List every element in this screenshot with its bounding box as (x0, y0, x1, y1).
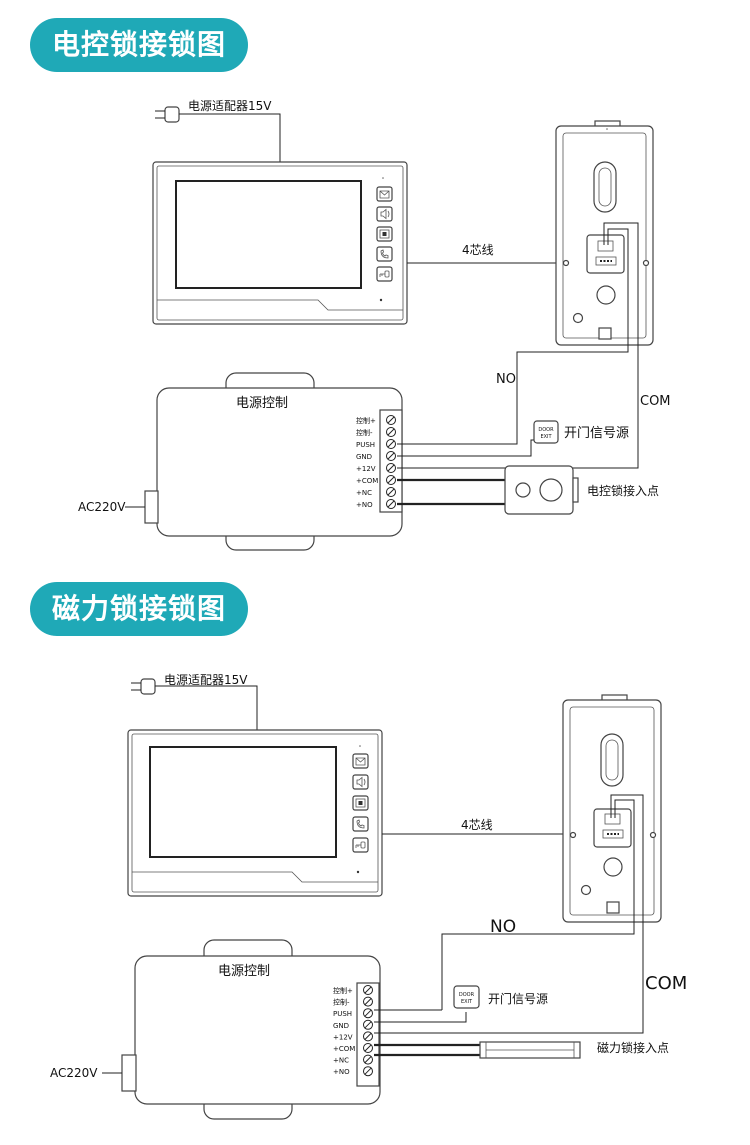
terminal-screw-slot (364, 1033, 372, 1040)
terminal-label: 控制+ (356, 416, 376, 425)
terminal-label: GND (356, 453, 372, 461)
electric-lock (504, 465, 579, 515)
section-title-electric-lock: 电控锁接锁图 (30, 18, 249, 72)
terminal-label: 控制- (356, 428, 373, 437)
terminal-label: +NO (356, 501, 373, 509)
monitor-icon[interactable] (352, 795, 369, 811)
lock-label: 电控锁接入点 (587, 483, 659, 498)
electric-lock-diagram: 电源适配器15V 4芯线 NO COM (78, 99, 671, 551)
terminal-label: 控制+ (333, 986, 353, 995)
cable-label: 4芯线 (462, 243, 494, 257)
cable-label: 4芯线 (461, 818, 493, 832)
terminal-screw-slot (364, 1067, 372, 1075)
terminal-label: +12V (333, 1033, 353, 1041)
terminal-screw-slot (387, 476, 395, 484)
terminal-screw-slot (387, 428, 395, 436)
terminal-label: +NO (333, 1068, 350, 1076)
exit-label: 开门信号源 (488, 991, 548, 1006)
terminal-screw-slot (364, 1044, 372, 1052)
terminal-block: 控制+ 控制- PUSH GND +12V +COM +NC +NO (333, 985, 373, 1077)
terminal-screw-slot (387, 500, 395, 508)
key-icon[interactable] (376, 266, 393, 282)
terminal-label: PUSH (333, 1010, 352, 1018)
mail-icon[interactable] (376, 186, 393, 202)
terminal-screw-slot (387, 464, 395, 472)
terminal-label: +NC (333, 1057, 349, 1065)
indoor-monitor (127, 729, 383, 897)
no-label: NO (496, 372, 516, 387)
adapter-label: 电源适配器15V (164, 673, 248, 687)
terminal-screw-slot (387, 440, 395, 448)
lock-label: 磁力锁接入点 (597, 1040, 669, 1055)
monitor-screen (175, 180, 362, 289)
magnetic-lock (479, 1041, 581, 1059)
ac-label: AC220V (78, 500, 126, 514)
svg-text:DOOR: DOOR (459, 992, 475, 998)
terminal-label: +COM (356, 477, 378, 485)
terminal-screw-slot (364, 986, 372, 994)
phone-icon[interactable] (376, 246, 393, 262)
terminal-label: GND (333, 1022, 349, 1030)
terminal-screw-slot (387, 416, 395, 424)
terminal-label: +NC (356, 489, 372, 497)
terminal-screw-slot (387, 452, 395, 460)
key-icon[interactable] (352, 837, 369, 853)
indoor-monitor (152, 161, 408, 325)
svg-text:DOOR: DOOR (538, 427, 554, 433)
speaker-icon[interactable] (352, 774, 369, 790)
terminal-screw-slot (364, 1021, 372, 1029)
mail-icon[interactable] (352, 753, 369, 769)
adapter-label: 电源适配器15V (188, 99, 272, 113)
monitor-icon[interactable] (376, 226, 393, 242)
terminal-screw-slot (364, 1009, 372, 1017)
com-label: COM (645, 973, 687, 994)
terminal-label: +COM (333, 1045, 355, 1053)
power-box-label: 电源控制 (236, 396, 288, 411)
terminal-screw-slot (387, 488, 395, 496)
exit-label: 开门信号源 (564, 426, 629, 441)
terminal-screw-slot (364, 998, 372, 1005)
phone-icon[interactable] (352, 816, 369, 832)
outdoor-station (562, 694, 662, 923)
speaker-icon[interactable] (376, 206, 393, 222)
no-label: NO (490, 917, 516, 937)
magnetic-lock-diagram: 电源适配器15V 4芯线 NO COM (50, 673, 687, 1120)
svg-text:EXIT: EXIT (540, 434, 552, 440)
door-exit-button[interactable]: DOOR EXIT (533, 420, 559, 444)
terminal-screw-slot (364, 1056, 372, 1063)
section-title-magnetic-lock: 磁力锁接锁图 (30, 582, 249, 636)
svg-text:EXIT: EXIT (461, 999, 473, 1005)
power-plug-icon (131, 678, 162, 695)
power-plug-icon (155, 106, 186, 123)
power-box-label: 电源控制 (218, 964, 270, 979)
power-control-box (144, 372, 403, 551)
terminal-block: 控制+ 控制- PUSH GND +12V +COM +NC +NO (356, 415, 396, 509)
terminal-label: PUSH (356, 441, 375, 449)
terminal-label: +12V (356, 465, 376, 473)
door-exit-button[interactable]: DOOR EXIT (453, 985, 480, 1009)
monitor-screen (149, 746, 337, 858)
com-label: COM (640, 394, 671, 409)
terminal-label: 控制- (333, 998, 350, 1007)
ac-label: AC220V (50, 1066, 98, 1080)
